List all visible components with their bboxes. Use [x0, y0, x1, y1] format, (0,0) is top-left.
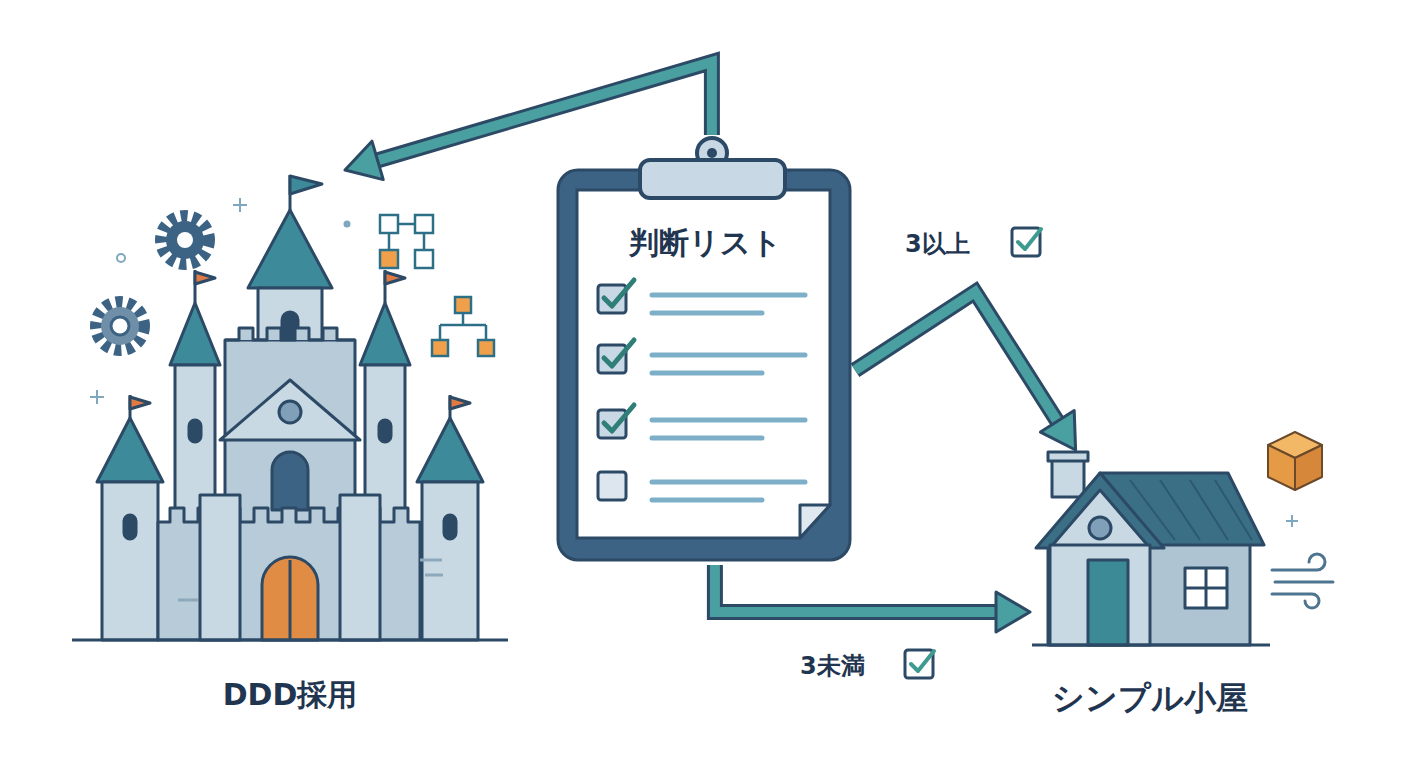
box-icon [1268, 432, 1322, 490]
arrow-body [715, 565, 1000, 612]
house-label: シンプル小屋 [1030, 677, 1270, 721]
check-icon [905, 650, 934, 678]
sparkle [1286, 515, 1298, 527]
castle-node: DDD採用 [70, 170, 510, 730]
arrow-body [374, 62, 712, 162]
arrow-head [345, 141, 383, 179]
flow-arrow [715, 565, 1030, 632]
house-node: シンプル小屋 [1030, 450, 1270, 720]
flow-arrow [855, 292, 1076, 450]
clipboard-title: 判断リスト [555, 223, 855, 264]
flow-arrow [345, 62, 712, 180]
arrow-body [855, 292, 1059, 425]
clipboard-node: 判断リスト [555, 135, 855, 565]
edge-label: 3未満 [800, 650, 865, 682]
house-illustration [1030, 450, 1270, 650]
edge-label: 3以上 [905, 228, 970, 260]
castle-illustration [70, 170, 510, 650]
arrow-outline [374, 62, 712, 162]
arrow-head [1040, 411, 1075, 450]
arrow-outline [855, 292, 1059, 425]
wind-lines [1272, 554, 1333, 608]
check-icon [1012, 228, 1041, 256]
arrow-head [996, 592, 1030, 632]
clipboard-shape [555, 135, 855, 565]
castle-label: DDD採用 [70, 675, 510, 716]
arrow-outline [715, 565, 1000, 612]
